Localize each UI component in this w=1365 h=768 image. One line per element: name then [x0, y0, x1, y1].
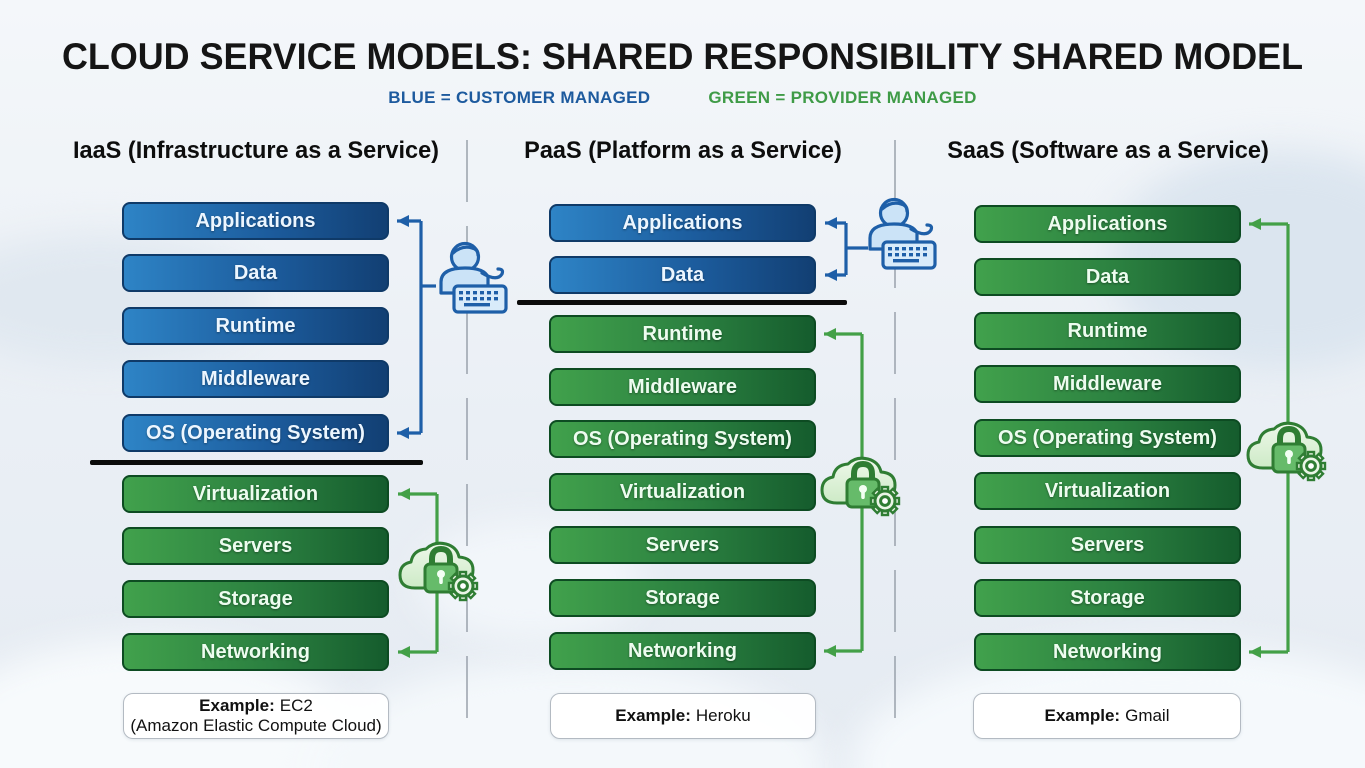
page-title: CLOUD SERVICE MODELS: SHARED RESPONSIBIL…: [62, 36, 1303, 77]
paas-layer-middleware: Middleware: [549, 368, 816, 406]
saas-layer-applications: Applications: [974, 205, 1241, 243]
example-box-saas: Example:Gmail: [973, 693, 1241, 739]
saas-layer-storage: Storage: [974, 579, 1241, 617]
paas-layer-networking: Networking: [549, 632, 816, 670]
example-value: EC2: [279, 696, 313, 715]
cloud-lock-gear-icon: [1248, 423, 1325, 480]
legend: BLUE = CUSTOMER MANAGED GREEN = PROVIDER…: [0, 88, 1365, 108]
iaas-layer-data: Data: [122, 254, 389, 292]
iaas-layer-os: OS (Operating System): [122, 414, 389, 452]
paas-layer-storage: Storage: [549, 579, 816, 617]
iaas-customer-arrows: [397, 215, 436, 439]
iaas-layer-storage: Storage: [122, 580, 389, 618]
paas-provider-arrows: [824, 328, 864, 657]
person-keyboard-icon: [439, 241, 508, 314]
example-note: (Amazon Elastic Compute Cloud): [130, 716, 382, 735]
paas-layer-servers: Servers: [549, 526, 816, 564]
legend-provider: GREEN = PROVIDER MANAGED: [708, 88, 977, 107]
saas-layer-virtualization: Virtualization: [974, 472, 1241, 510]
paas-layer-os: OS (Operating System): [549, 420, 816, 458]
example-box-paas: Example:Heroku: [550, 693, 816, 739]
paas-layer-virtualization: Virtualization: [549, 473, 816, 511]
example-label: Example:: [199, 696, 275, 715]
example-value: Gmail: [1125, 706, 1170, 725]
paas-customer-arrows: [825, 217, 868, 281]
example-line: Example:Gmail: [1045, 706, 1170, 726]
example-box-iaas: Example:EC2 (Amazon Elastic Compute Clou…: [123, 693, 389, 739]
saas-layer-data: Data: [974, 258, 1241, 296]
iaas-layer-runtime: Runtime: [122, 307, 389, 345]
iaas-layer-middleware: Middleware: [122, 360, 389, 398]
column-header-saas: SaaS (Software as a Service): [947, 137, 1269, 164]
iaas-layer-virtualization: Virtualization: [122, 475, 389, 513]
person-keyboard-icon: [868, 197, 937, 270]
example-value: Heroku: [695, 706, 751, 725]
legend-customer: BLUE = CUSTOMER MANAGED: [388, 88, 651, 107]
saas-layer-runtime: Runtime: [974, 312, 1241, 350]
paas-layer-applications: Applications: [549, 204, 816, 242]
saas-layer-servers: Servers: [974, 526, 1241, 564]
saas-layer-os: OS (Operating System): [974, 419, 1241, 457]
example-line: Example:EC2: [199, 696, 313, 716]
column-separator: [466, 140, 468, 722]
paas-layer-data: Data: [549, 256, 816, 294]
saas-layer-middleware: Middleware: [974, 365, 1241, 403]
responsibility-divider-iaas: [90, 460, 423, 465]
iaas-layer-networking: Networking: [122, 633, 389, 671]
example-label: Example:: [615, 706, 691, 725]
responsibility-divider-paas: [517, 300, 847, 305]
example-line: Example:Heroku: [615, 706, 750, 726]
iaas-layer-applications: Applications: [122, 202, 389, 240]
paas-layer-runtime: Runtime: [549, 315, 816, 353]
column-header-iaas: IaaS (Infrastructure as a Service): [72, 137, 440, 164]
iaas-layer-servers: Servers: [122, 527, 389, 565]
saas-layer-networking: Networking: [974, 633, 1241, 671]
column-separator: [894, 140, 896, 722]
cloud-lock-gear-icon: [822, 458, 899, 515]
column-header-paas: PaaS (Platform as a Service): [524, 137, 842, 164]
example-label: Example:: [1044, 706, 1121, 725]
